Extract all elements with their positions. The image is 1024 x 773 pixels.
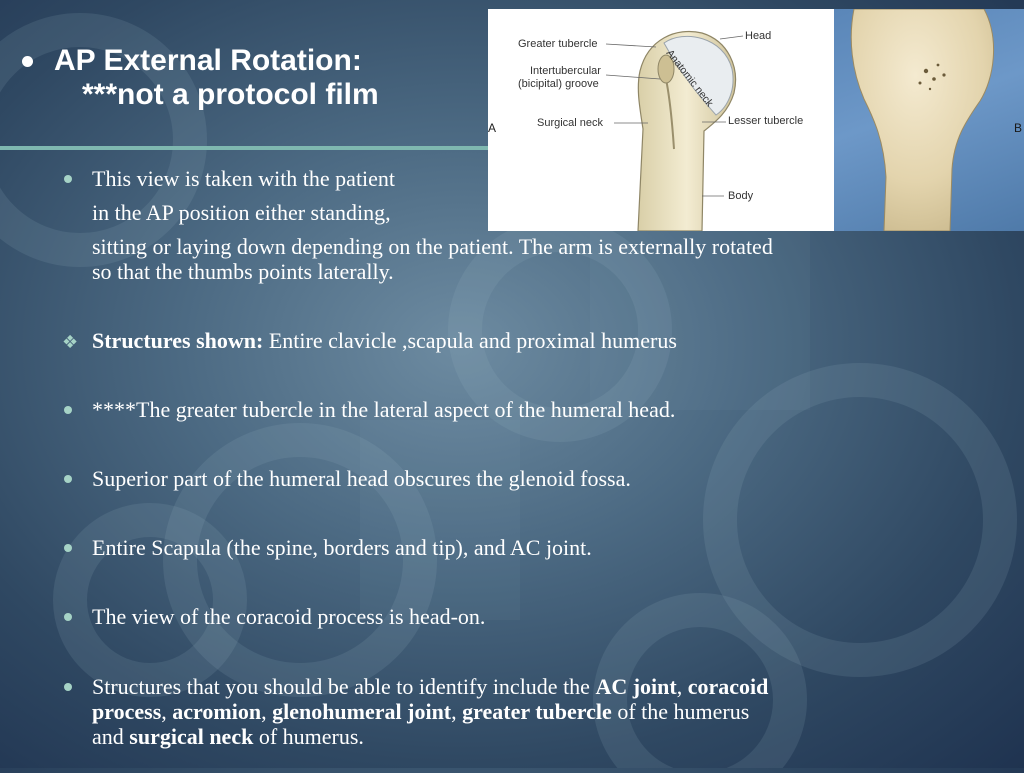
greater-tubercle-label: Greater tubercle xyxy=(518,38,598,50)
greater-tubercle-term: greater tubercle xyxy=(462,699,612,724)
intro-line-4: so that the thumbs points laterally. xyxy=(92,259,394,284)
bullet-2: Superior part of the humeral head obscur… xyxy=(92,466,631,491)
panel-a-letter: A xyxy=(488,121,497,135)
diamond-bullet-icon: ❖ xyxy=(62,332,79,353)
lesser-tubercle-label: Lesser tubercle xyxy=(728,115,804,127)
bullet-3-dot xyxy=(64,544,72,552)
final-line-3: and surgical neck of humerus. xyxy=(92,724,364,750)
final-line-1: Structures that you should be able to id… xyxy=(92,674,768,700)
glenohumeral-joint-term: glenohumeral joint xyxy=(272,699,452,724)
final-text-1: Structures that you should be able to id… xyxy=(92,674,596,699)
bullet-4-dot xyxy=(64,613,72,621)
structures-label: Structures shown: xyxy=(92,328,264,353)
final-sep-3: , xyxy=(261,699,273,724)
intro-line-3: sitting or laying down depending on the … xyxy=(92,234,773,259)
humerus-photo xyxy=(850,9,994,231)
coracoid-term: coracoid xyxy=(687,674,769,699)
title-line-2: ***not a protocol film xyxy=(82,78,379,111)
title-bullet xyxy=(22,56,33,67)
structures-shown: Structures shown: Entire clavicle ,scapu… xyxy=(92,328,677,354)
humerus-illustration: Anatomic neck xyxy=(605,30,744,231)
humerus-photo-panel: B xyxy=(834,9,1024,231)
bullet-1-dot xyxy=(64,406,72,414)
structures-text: Entire clavicle ,scapula and proximal hu… xyxy=(263,328,677,353)
acromion-term: acromion xyxy=(172,699,262,724)
final-line-2: process, acromion, glenohumeral joint, g… xyxy=(92,699,749,725)
bullet-2-dot xyxy=(64,475,72,483)
final-sep-4: , xyxy=(451,699,463,724)
process-term: process xyxy=(92,699,162,724)
intro-bullet xyxy=(64,175,72,183)
final-sep-1: , xyxy=(676,674,688,699)
body-label: Body xyxy=(728,190,754,202)
final-text-2: of the humerus xyxy=(611,699,750,724)
ac-joint-term: AC joint xyxy=(595,674,677,699)
intertubercular-label-1: Intertubercular xyxy=(530,65,601,77)
bullet-4: The view of the coracoid process is head… xyxy=(92,604,486,629)
bullet-1: ****The greater tubercle in the lateral … xyxy=(92,397,676,422)
humerus-figure: Anatomic neck Greater tubercle Intertube… xyxy=(488,9,1024,231)
surgical-neck-term: surgical neck xyxy=(129,724,254,749)
bullet-3: Entire Scapula (the spine, borders and t… xyxy=(92,535,592,560)
intro-line-2: in the AP position either standing, xyxy=(92,200,391,225)
title-line-1: AP External Rotation: xyxy=(54,44,362,77)
intertubercular-label-2: (bicipital) groove xyxy=(518,78,599,90)
final-text-3: and xyxy=(92,724,130,749)
panel-b-letter: B xyxy=(1014,121,1023,135)
intro-line-1: This view is taken with the patient xyxy=(92,166,396,191)
surgical-neck-label: Surgical neck xyxy=(537,117,604,129)
bullet-5-dot xyxy=(64,683,72,691)
final-text-4: of humerus. xyxy=(253,724,364,749)
final-sep-2: , xyxy=(161,699,173,724)
humerus-diagram-panel: Anatomic neck Greater tubercle Intertube… xyxy=(488,9,834,231)
head-label: Head xyxy=(745,30,772,42)
